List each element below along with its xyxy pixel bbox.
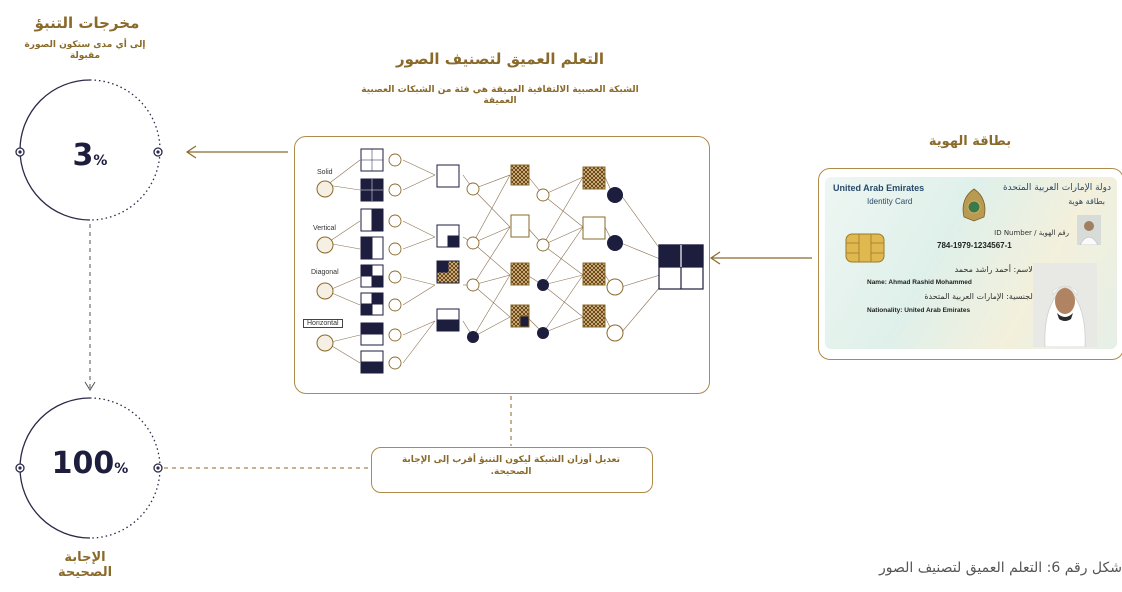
network-subtitle: الشبكة العصبية الالتفافية العميقة هي فئة… [361, 85, 639, 106]
card-nationality-en: Nationality: United Arab Emirates [867, 307, 971, 314]
card-id-label: رقم الهوية / ID Number [994, 229, 1069, 237]
card-chip-icon [845, 233, 885, 263]
down-arrow-icon [84, 381, 96, 391]
bottom-circle-dotted-arc [89, 397, 161, 539]
card-type-en: Identity Card [867, 197, 913, 206]
correct-answer-label: الإجابة الصحيحة [57, 550, 113, 580]
label-vertical: Vertical [313, 225, 336, 232]
id-card-title: بطاقة الهوية [928, 134, 1012, 149]
bottom-percentage: 100% [51, 446, 129, 481]
feedback-note-box [371, 447, 653, 493]
feedback-note-text: تعديل أوزان الشبكة ليكون التنبؤ أقرب إلى… [401, 455, 621, 477]
id-card-image: United Arab Emirates دولة الإمارات العرب… [825, 177, 1117, 349]
left-arrow-icon [709, 251, 721, 265]
card-name-en: Name: Ahmad Rashid Mohammed [867, 279, 972, 286]
network-title: التعلم العميق لتصنيف الصور [395, 50, 605, 68]
label-solid: Solid [317, 169, 333, 176]
card-name-ar: الاسم: أحمد راشد محمد [954, 265, 1035, 274]
label-horizontal: Horizontal [303, 319, 343, 328]
card-nationality-ar: الجنسية: الإمارات العربية المتحدة [924, 292, 1035, 301]
uae-emblem-icon [962, 188, 986, 222]
card-type-ar: بطاقة هوية [1068, 197, 1105, 206]
top-percentage: 3% [72, 138, 108, 173]
small-portrait-icon [1077, 215, 1101, 245]
id-card-panel: United Arab Emirates دولة الإمارات العرب… [818, 168, 1122, 360]
top-circle-dotted-arc [89, 79, 161, 221]
label-diagonal: Diagonal [311, 269, 339, 276]
network-panel: Solid Vertical Diagonal Horizontal [294, 136, 710, 394]
neural-network-diagram [316, 148, 704, 374]
left-arrow-icon [185, 145, 197, 159]
predictions-subtitle: إلى أي مدى ستكون الصورة مقبولة [24, 40, 146, 61]
card-country-ar: دولة الإمارات العربية المتحدة [1002, 183, 1111, 193]
portrait-photo-icon [1033, 263, 1097, 347]
figure-caption: شكل رقم 6: التعلم العميق لتصنيف الصور [878, 560, 1122, 576]
card-country-en: United Arab Emirates [833, 183, 925, 193]
predictions-title: مخرجات التنبؤ [34, 14, 140, 32]
card-id-number: 784-1979-1234567-1 [937, 241, 1012, 250]
